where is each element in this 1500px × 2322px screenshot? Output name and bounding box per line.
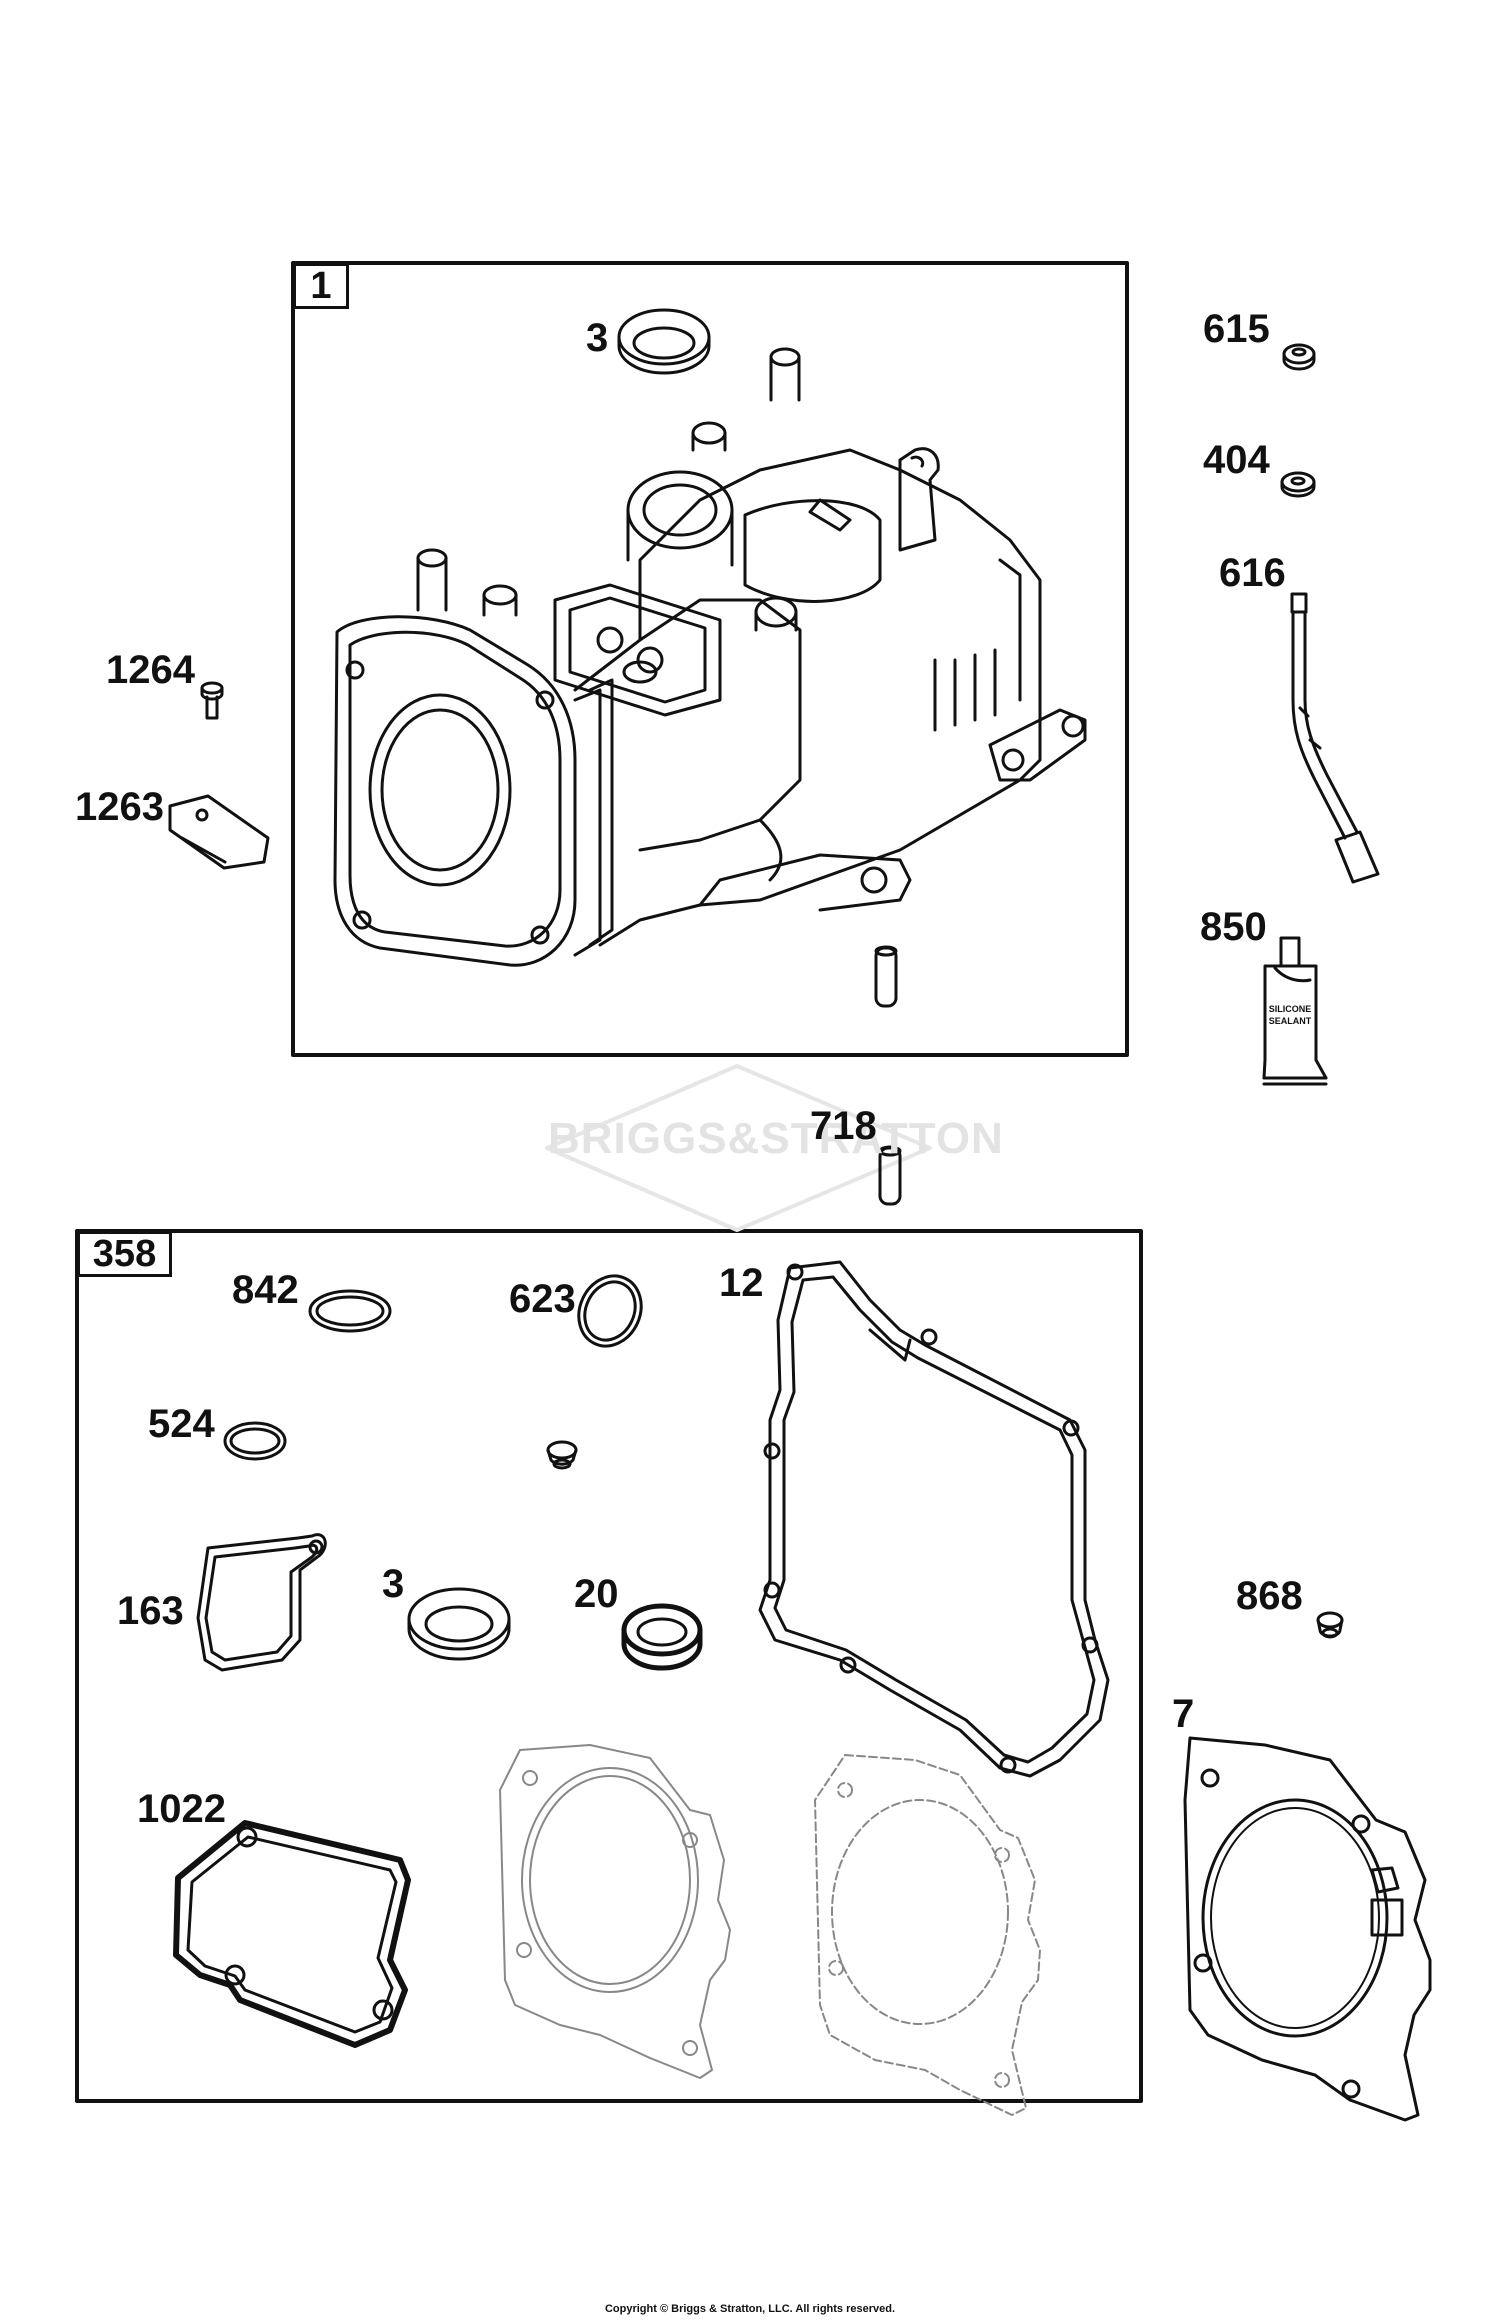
nut-615-drawing bbox=[1282, 343, 1316, 371]
part-label-718: 718 bbox=[810, 1104, 877, 1148]
head-gasket-7-drawing bbox=[1183, 1736, 1432, 2122]
o-ring-623-drawing bbox=[577, 1274, 643, 1348]
part-label-3-bottom: 3 bbox=[382, 1562, 405, 1606]
bolt-1264-drawing bbox=[200, 681, 224, 720]
group-id-engine-block: 1 bbox=[293, 263, 349, 309]
group-id-gasket-set: 358 bbox=[77, 1231, 172, 1277]
head-gasket-reference-2-drawing bbox=[814, 1754, 1041, 2116]
plug-868-drawing bbox=[1316, 1611, 1344, 1639]
part-label-615: 615 bbox=[1203, 307, 1270, 351]
part-label-20: 20 bbox=[574, 1572, 619, 1616]
gasket-163-drawing bbox=[196, 1533, 327, 1672]
plug-drawing bbox=[546, 1440, 578, 1470]
part-label-850: 850 bbox=[1200, 905, 1267, 949]
copyright-notice: Copyright © Briggs & Stratton, LLC. All … bbox=[604, 2303, 896, 2315]
engine-block-group-frame bbox=[291, 261, 1129, 1057]
o-ring-842-drawing bbox=[308, 1289, 392, 1333]
engine-block-drawing bbox=[333, 347, 1087, 1008]
part-label-868: 868 bbox=[1236, 1574, 1303, 1618]
o-ring-524-drawing bbox=[223, 1421, 287, 1461]
dipstick-616-drawing bbox=[1290, 592, 1380, 884]
washer-404-drawing bbox=[1280, 471, 1316, 498]
watermark-logo-outline bbox=[545, 1064, 932, 1232]
part-label-3-top: 3 bbox=[586, 316, 609, 360]
oil-seal-20-drawing bbox=[621, 1603, 703, 1671]
part-label-163: 163 bbox=[117, 1589, 184, 1633]
part-label-1263: 1263 bbox=[75, 785, 164, 829]
part-label-524: 524 bbox=[148, 1402, 215, 1446]
rocker-cover-gasket-1022-drawing bbox=[173, 1820, 411, 2048]
sealant-tube-text-2: SEALANT bbox=[1269, 1016, 1312, 1026]
pin-718-drawing bbox=[878, 1145, 902, 1206]
part-label-404: 404 bbox=[1203, 438, 1270, 482]
sealant-tube-850-drawing bbox=[1262, 936, 1328, 1086]
part-label-1022: 1022 bbox=[137, 1787, 226, 1831]
part-label-1264: 1264 bbox=[106, 648, 195, 692]
part-label-842: 842 bbox=[232, 1268, 299, 1312]
bracket-1263-drawing bbox=[168, 794, 270, 870]
part-label-12: 12 bbox=[719, 1261, 764, 1305]
part-label-616: 616 bbox=[1219, 551, 1286, 595]
seal-3-top-drawing bbox=[617, 308, 711, 375]
head-gasket-reference-1-drawing bbox=[499, 1744, 731, 2079]
seal-3-bottom-drawing bbox=[407, 1587, 511, 1661]
sealant-tube-text-1: SILICONE bbox=[1269, 1004, 1312, 1014]
crankcase-gasket-12-drawing bbox=[758, 1260, 1110, 1778]
watermark-text: BRIGGS&STRATTON bbox=[548, 1114, 1004, 1163]
part-label-7: 7 bbox=[1172, 1692, 1195, 1736]
part-label-623: 623 bbox=[509, 1277, 576, 1321]
gasket-set-group-frame bbox=[75, 1229, 1143, 2103]
